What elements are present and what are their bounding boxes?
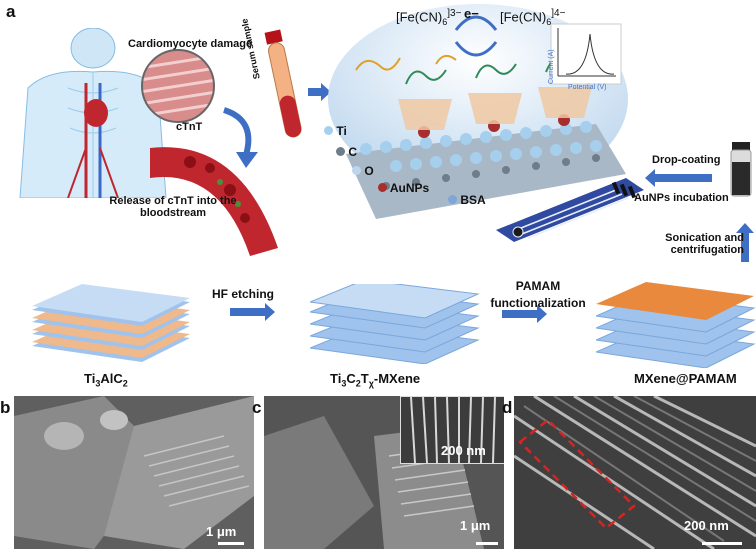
legend-ti-dot — [324, 126, 333, 135]
step-pamam-label: PAMAM functionalization — [490, 279, 586, 310]
mxene-pamam-stack-illustration — [596, 282, 756, 368]
heart-icon — [84, 99, 108, 127]
ti3alc2-stack-illustration — [32, 284, 190, 362]
inset-xlabel: Potential (V) — [568, 84, 607, 91]
arrow-pamam — [502, 305, 547, 323]
screen-printed-electrode-icon — [496, 178, 644, 242]
sem-image-d: 200 nm — [514, 396, 756, 549]
highlight-box — [518, 418, 636, 530]
cardiomyocyte-zoom — [141, 49, 215, 123]
drop-coating-label: Drop-coating — [652, 154, 721, 166]
sem-image-c: 200 nm 1 μm — [264, 396, 504, 549]
mxene-pamam-label: MXene@PAMAM — [634, 371, 737, 386]
scale-bar-c — [476, 542, 498, 545]
cardiomyocyte-damage-label: Cardiomyocyte damage — [128, 38, 253, 50]
scale-label-b: 1 μm — [206, 524, 237, 539]
legend-ti: Ti — [324, 124, 347, 138]
scale-bar-b — [218, 542, 244, 545]
scale-bar-d — [702, 542, 742, 545]
ctnt-label: cTnT — [176, 121, 203, 133]
scale-label-c: 1 μm — [460, 518, 491, 533]
blood-vessel-illustration — [150, 147, 278, 256]
legend-bsa: BSA — [448, 193, 486, 207]
redox-left-label: [Fe(CN)6]3− — [396, 8, 462, 27]
electron-label: e− — [464, 6, 479, 21]
legend-aunps-dot — [378, 183, 387, 192]
legend-o: O — [352, 164, 374, 178]
sem-texture-b — [14, 396, 254, 549]
electrode-surface-illustration — [328, 4, 628, 219]
panel-label-b: b — [0, 398, 11, 417]
legend-o-dot — [352, 166, 361, 175]
sonication-label: Sonication and centrifugation — [665, 232, 744, 256]
sem-texture-d — [514, 396, 756, 549]
legend-c: C — [336, 145, 357, 159]
mxene-label: Ti3C2Tχ-MXene — [330, 371, 421, 389]
panel-label-d: d — [502, 398, 513, 417]
redox-right-label: [Fe(CN)6]4− — [500, 8, 566, 27]
scale-label-c-inset: 200 nm — [441, 443, 486, 458]
step-hf-etching-label: HF etching — [212, 287, 274, 301]
legend-c-dot — [336, 147, 345, 156]
arrow-to-electrode — [308, 83, 331, 101]
arrow-up-sonication — [736, 223, 754, 262]
mxene-stack-illustration — [310, 284, 480, 364]
sem-inset-texture-c — [410, 396, 496, 464]
inset-ylabel: Current (A) — [548, 49, 555, 84]
panel-label-c: c — [252, 398, 262, 417]
panel-label-a: a — [6, 2, 16, 21]
legend-aunps: AuNPs — [378, 181, 429, 195]
arrow-hf-etching — [230, 303, 275, 321]
aunps-incubation-label: AuNPs incubation — [634, 192, 729, 204]
scale-label-d: 200 nm — [684, 518, 729, 533]
sem-image-b: 1 μm — [14, 396, 254, 549]
arrow-drop-coating — [645, 169, 712, 187]
curved-arrow-icon — [222, 107, 258, 168]
serum-tube-icon — [264, 29, 302, 138]
vial-icon — [730, 142, 752, 197]
sem-inset-c: 200 nm — [400, 396, 504, 464]
legend-bsa-dot — [448, 195, 457, 204]
release-ctnt-label: Release of cTnT into the bloodstream — [109, 195, 237, 219]
ti3alc2-label: Ti3AlC2 — [84, 371, 128, 389]
